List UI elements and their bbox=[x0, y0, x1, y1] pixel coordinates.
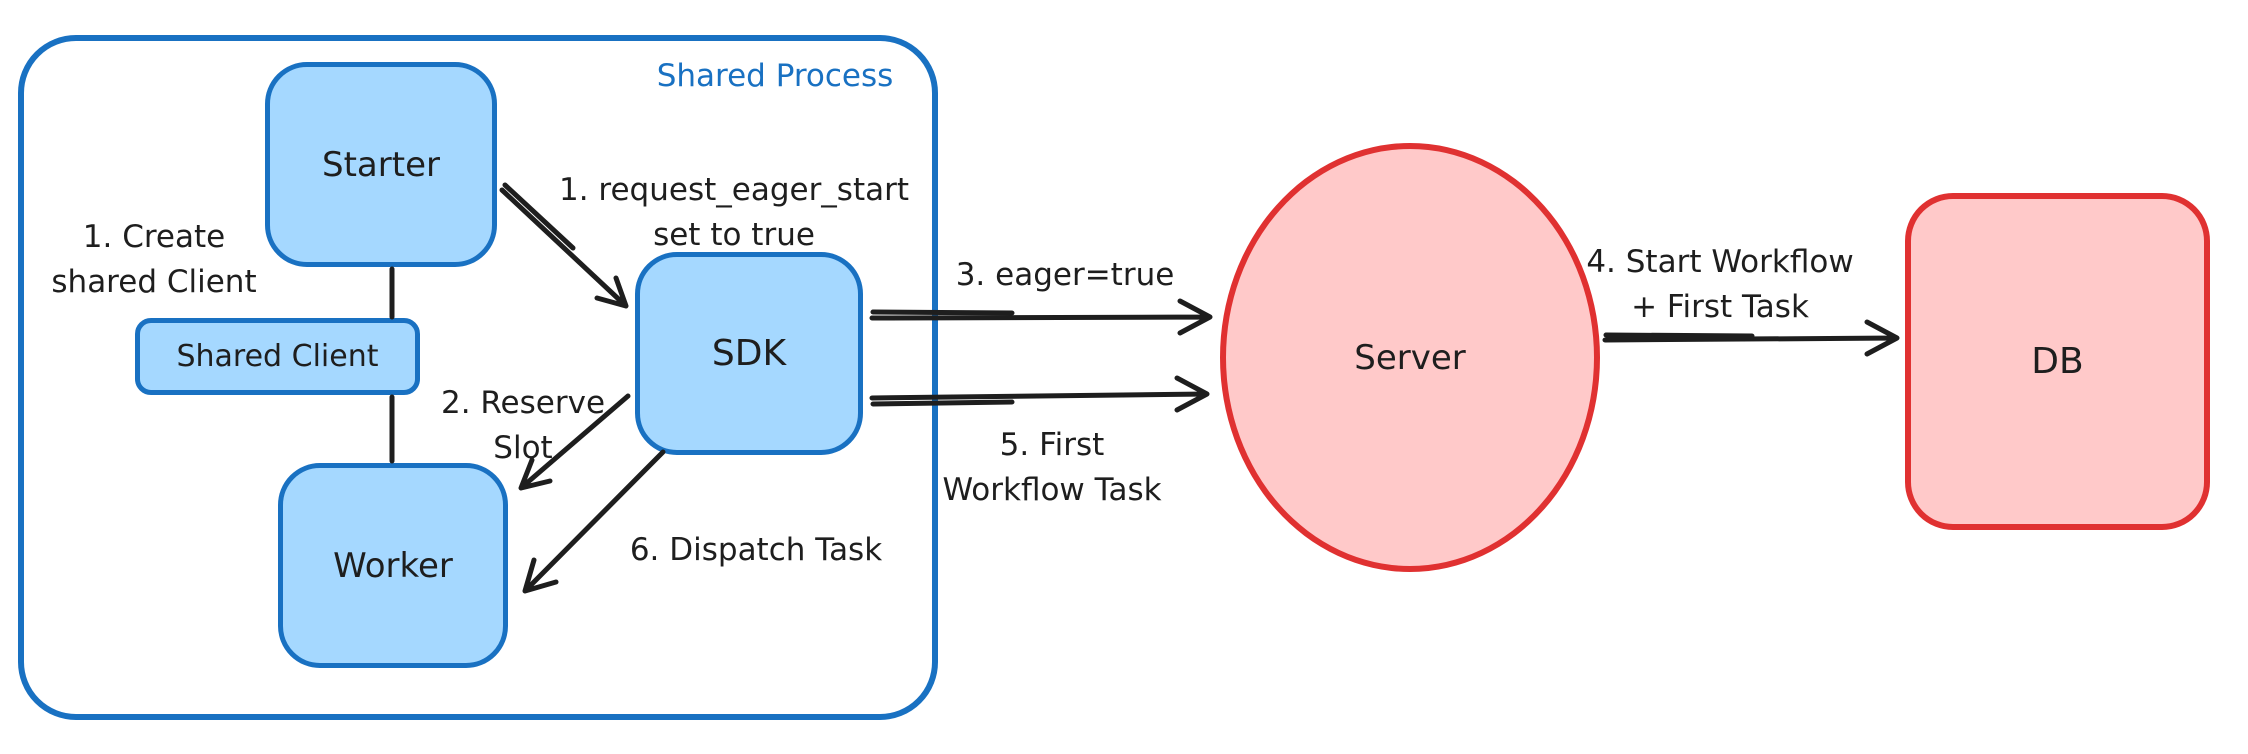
annotation-line: shared Client bbox=[51, 264, 257, 300]
annotation-line: 1. request_eager_start bbox=[558, 172, 910, 208]
annotation-dispatch-task: 6. Dispatch Task bbox=[630, 528, 882, 573]
node-starter-label: Starter bbox=[322, 144, 440, 185]
annotation-line: 4. Start Workflow bbox=[1586, 244, 1854, 280]
node-starter: Starter bbox=[265, 62, 497, 267]
shared-process-label: Shared Process bbox=[656, 58, 894, 94]
node-worker: Worker bbox=[278, 463, 508, 668]
annotation-first-workflow-task: 5. First Workflow Task bbox=[942, 423, 1161, 513]
annotation-line: 2. Reserve bbox=[440, 385, 606, 421]
annotation-line: 1. Create bbox=[82, 219, 226, 255]
annotation-start-workflow: 4. Start Workflow + First Task bbox=[1586, 240, 1853, 330]
annotation-line: 3. eager=true bbox=[955, 257, 1175, 293]
arrow-server-to-db-overstroke bbox=[1603, 332, 1755, 339]
node-db: DB bbox=[1905, 193, 2210, 530]
annotation-line: Workflow Task bbox=[942, 472, 1162, 508]
node-server-label: Server bbox=[1354, 337, 1466, 378]
annotation-request-eager-start: 1. request_eager_start set to true bbox=[559, 168, 909, 258]
annotation-reserve-slot: 2. Reserve Slot bbox=[441, 381, 605, 471]
node-db-label: DB bbox=[2031, 341, 2084, 382]
annotation-eager-true: 3. eager=true bbox=[956, 253, 1175, 298]
node-worker-label: Worker bbox=[333, 545, 453, 586]
annotation-line: 6. Dispatch Task bbox=[629, 532, 883, 568]
annotation-line: Slot bbox=[493, 430, 553, 466]
annotation-create-shared-client: 1. Create shared Client bbox=[51, 215, 256, 305]
node-shared-client: Shared Client bbox=[135, 318, 420, 395]
node-shared-client-label: Shared Client bbox=[176, 339, 379, 374]
annotation-line: + First Task bbox=[1631, 289, 1809, 325]
node-sdk: SDK bbox=[635, 252, 863, 455]
annotation-line: set to true bbox=[653, 217, 815, 253]
node-sdk-label: SDK bbox=[711, 333, 787, 374]
node-server: Server bbox=[1220, 143, 1600, 572]
annotation-line: 5. First bbox=[999, 427, 1105, 463]
